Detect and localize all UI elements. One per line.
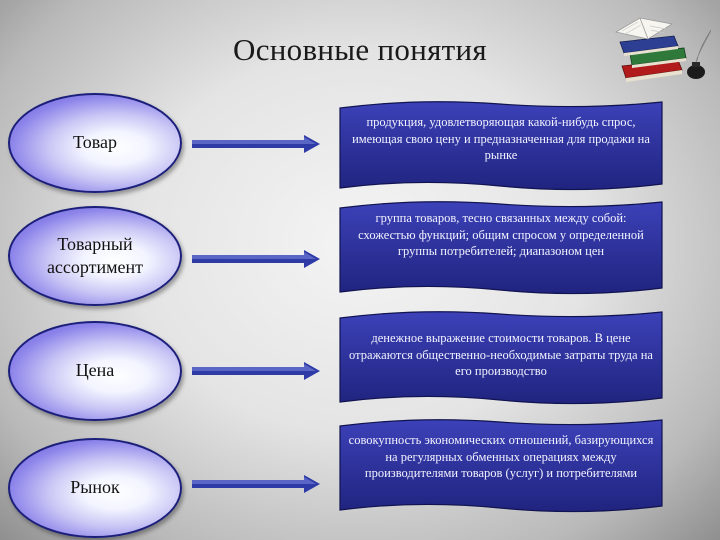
concept-ellipse-assortment: Товарный ассортимент — [8, 206, 182, 306]
slide-title: Основные понятия — [233, 32, 487, 67]
concept-definition: продукция, удовлетворяющая какой-нибудь … — [352, 115, 650, 162]
arrow-right-icon — [192, 135, 320, 153]
concept-ellipse-market: Рынок — [8, 438, 182, 538]
concept-definition: группа товаров, тесно связанных между со… — [358, 211, 644, 258]
definition-banner: продукция, удовлетворяющая какой-нибудь … — [338, 98, 664, 194]
definition-banner: группа товаров, тесно связанных между со… — [338, 198, 664, 298]
concept-term: Товар — [73, 132, 117, 153]
concept-term: Цена — [75, 360, 115, 381]
concept-term: Рынок — [70, 477, 120, 498]
concept-term: Товарный ассортимент — [46, 233, 144, 277]
concept-definition: денежное выражение стоимости товаров. В … — [349, 331, 653, 378]
concept-ellipse-product: Товар — [8, 93, 182, 193]
concept-definition: совокупность экономических отношений, ба… — [348, 433, 654, 480]
arrow-right-icon — [192, 475, 320, 493]
concept-ellipse-price: Цена — [8, 321, 182, 421]
definition-banner: денежное выражение стоимости товаров. В … — [338, 308, 664, 408]
arrow-right-icon — [192, 250, 320, 268]
arrow-right-icon — [192, 362, 320, 380]
definition-banner: совокупность экономических отношений, ба… — [338, 416, 664, 516]
books-and-inkwell-icon — [600, 8, 712, 88]
